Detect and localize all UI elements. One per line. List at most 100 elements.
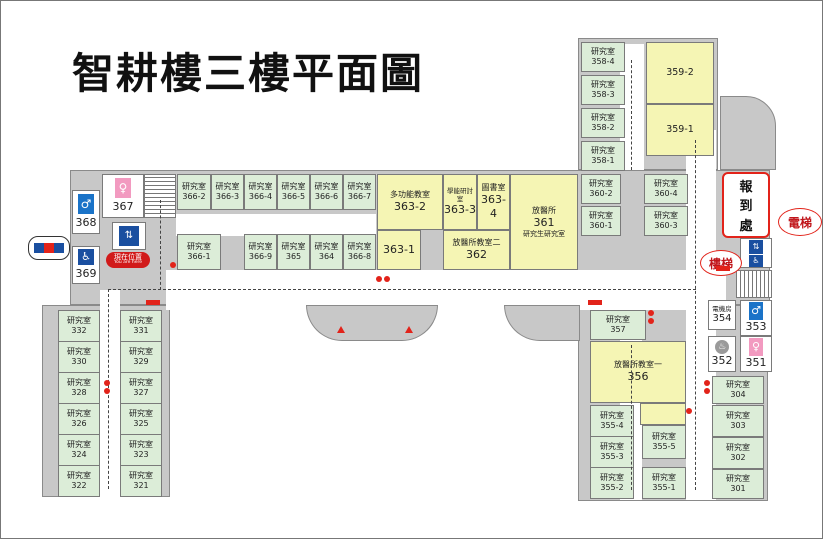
transit-sign-icon — [28, 236, 70, 260]
room-number: 324 — [71, 450, 87, 459]
room-number: 366-5 — [281, 192, 306, 201]
reception-desk[interactable]: 報 到 處 — [722, 172, 770, 238]
room-353[interactable]: ♂ 353 — [740, 300, 772, 336]
elevator-icon: ⇅ — [749, 239, 763, 254]
room-label: 研究室 — [652, 432, 676, 441]
room-number: 354 — [712, 312, 732, 324]
room-number: 323 — [133, 450, 149, 459]
room-359-2[interactable]: 359-2 — [646, 42, 714, 104]
room-label: 研究室 — [129, 409, 153, 418]
elevator-east[interactable]: ⇅ ♿ — [740, 238, 772, 268]
room-number: 358-1 — [591, 156, 615, 165]
room-number: 325 — [133, 419, 149, 428]
room-number: 357 — [610, 325, 626, 334]
room-number: 359-1 — [666, 124, 694, 136]
room-number: 328 — [71, 388, 87, 397]
room-number: 326 — [71, 419, 87, 428]
room-number: 303 — [730, 421, 746, 430]
elevator-west[interactable]: ⇅ — [112, 222, 146, 250]
room-number: 355-1 — [652, 483, 676, 492]
room-number: 358-2 — [591, 123, 615, 132]
room-label: 研究室 — [248, 242, 273, 251]
room-351[interactable]: ♀ 351 — [740, 336, 772, 372]
route-366 — [160, 200, 161, 290]
room-359-1[interactable]: 359-1 — [646, 104, 714, 156]
exit-marker — [686, 408, 692, 414]
room-number: 368 — [75, 216, 97, 230]
exit-door-marker — [588, 300, 602, 305]
room-number: 304 — [730, 390, 746, 399]
room-label: 學能研討室 — [447, 187, 473, 204]
route-north — [631, 60, 632, 170]
room-number: 356 — [627, 370, 649, 384]
room-number: 302 — [730, 453, 746, 462]
room-368[interactable]: ♂ 368 — [72, 190, 100, 234]
room-label: 研究室 — [215, 182, 240, 191]
room-363-1[interactable]: 363-1 — [377, 230, 421, 270]
room-352[interactable]: ♨ 352 — [708, 336, 736, 372]
route-main — [108, 289, 696, 290]
room-number: 363-4 — [481, 193, 506, 220]
room-label: 研究生研究室 — [523, 229, 565, 238]
room-label: 研究室 — [67, 471, 91, 480]
room-label: 圖書室 — [481, 183, 506, 193]
room-367[interactable]: ♀ 367 — [102, 174, 144, 218]
room-number: 355-3 — [600, 452, 624, 461]
stairs-east[interactable] — [736, 270, 772, 298]
room-label: 研究室 — [129, 316, 153, 325]
room-label: 研究室 — [726, 443, 750, 452]
accessible-icon: ♿ — [749, 254, 763, 267]
south-bump-left — [306, 305, 438, 341]
room-369[interactable]: ♿ 369 — [72, 246, 100, 284]
room-label: 研究室 — [129, 471, 153, 480]
